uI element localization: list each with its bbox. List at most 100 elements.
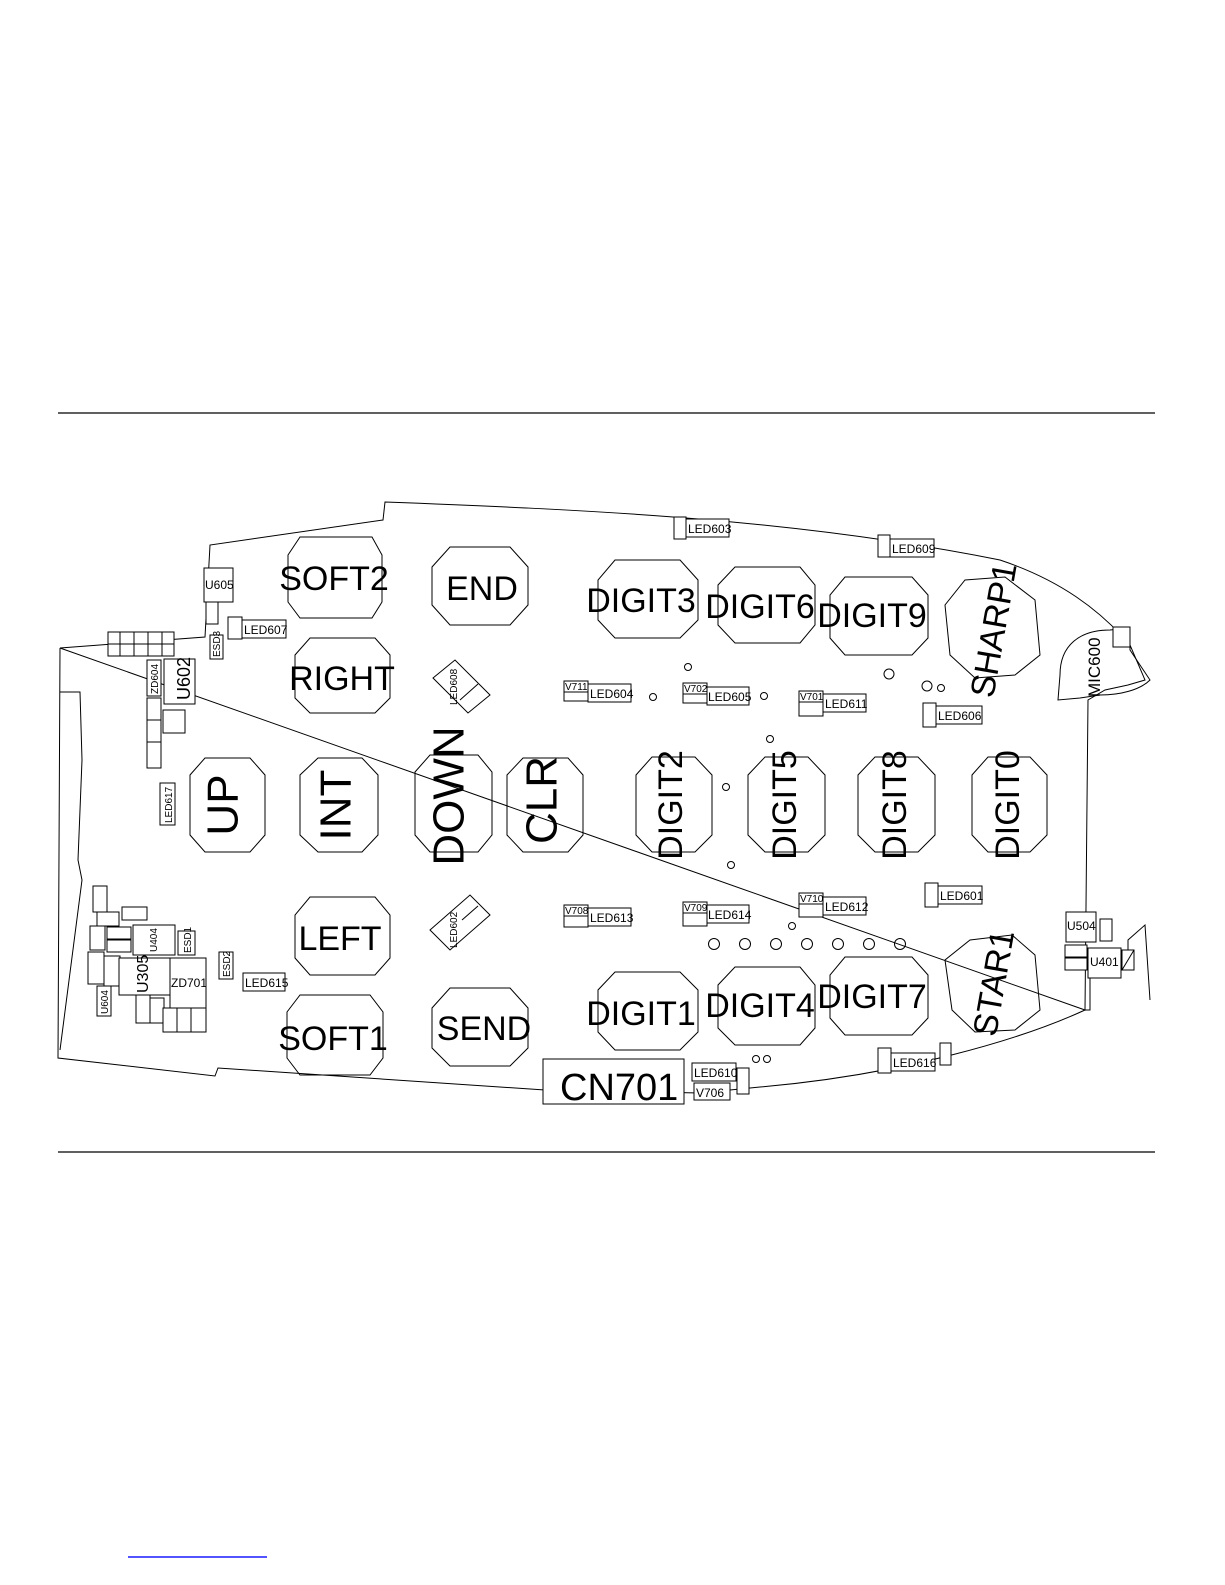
key-end-label: END <box>446 570 518 608</box>
led601: LED601 <box>924 882 984 908</box>
svg-text:LED609: LED609 <box>892 542 936 556</box>
svg-text:U604: U604 <box>100 990 111 1014</box>
svg-text:LED616: LED616 <box>893 1056 937 1070</box>
key-clr-label: CLR <box>518 756 567 844</box>
led617: LED617 <box>159 782 176 826</box>
key-soft1-label: SOFT1 <box>278 1020 388 1058</box>
key-digit9-label: DIGIT9 <box>817 597 927 635</box>
led616: LED616 <box>877 1042 952 1074</box>
key-int[interactable]: INT <box>299 757 379 853</box>
key-digit2-label: DIGIT2 <box>652 750 690 860</box>
v708-led613: V708 LED613 <box>563 904 634 928</box>
svg-text:V702: V702 <box>684 684 708 695</box>
svg-text:LED612: LED612 <box>825 900 869 914</box>
key-left-label: LEFT <box>298 920 381 958</box>
svg-text:LED605: LED605 <box>708 690 752 704</box>
svg-text:ZD701: ZD701 <box>171 976 207 990</box>
svg-text:LED603: LED603 <box>688 522 732 536</box>
key-digit4-label: DIGIT4 <box>705 987 815 1025</box>
u604: U604 <box>96 985 112 1017</box>
key-soft2[interactable]: SOFT2 <box>279 536 389 619</box>
mic600: MIC600 <box>1057 626 1151 701</box>
key-digit8[interactable]: DIGIT8 <box>857 750 936 860</box>
esd2: ESD2 <box>218 950 234 980</box>
key-digit0-label: DIGIT0 <box>989 750 1027 860</box>
svg-text:U504: U504 <box>1067 919 1096 933</box>
svg-text:LED617: LED617 <box>164 786 175 823</box>
svg-text:LED602: LED602 <box>449 911 460 948</box>
key-sharp1-label: SHARP1 <box>964 560 1025 701</box>
v702-led605: V702 LED605 <box>682 682 752 706</box>
led608: LED608 <box>432 659 491 714</box>
key-soft1[interactable]: SOFT1 <box>278 994 388 1076</box>
svg-text:ESD2: ESD2 <box>222 950 233 977</box>
svg-text:V709: V709 <box>684 903 708 914</box>
v710-led612: V710 LED612 <box>798 892 869 918</box>
key-star1[interactable]: STAR1 <box>944 927 1041 1039</box>
key-up-label: UP <box>199 774 248 835</box>
v709-led614: V709 LED614 <box>682 901 752 927</box>
key-digit6-label: DIGIT6 <box>705 588 815 626</box>
key-digit1-label: DIGIT1 <box>586 995 696 1033</box>
svg-text:U602: U602 <box>174 657 194 700</box>
key-digit3-label: DIGIT3 <box>586 582 696 620</box>
key-digit2[interactable]: DIGIT2 <box>635 750 713 860</box>
esd1: ESD1 <box>177 926 196 956</box>
key-clr[interactable]: CLR <box>506 756 584 853</box>
svg-text:LED607: LED607 <box>244 623 288 637</box>
board-inner-edge <box>59 691 83 1051</box>
u504: U504 <box>1065 911 1113 943</box>
esd3: ESD3 <box>209 630 224 660</box>
svg-text:V701: V701 <box>800 692 824 703</box>
key-digit3[interactable]: DIGIT3 <box>586 559 699 639</box>
svg-text:MIC600: MIC600 <box>1085 637 1104 697</box>
u605: U605 <box>203 567 234 625</box>
svg-text:ESD3: ESD3 <box>212 630 223 657</box>
led606: LED606 <box>922 702 983 728</box>
key-left[interactable]: LEFT <box>294 896 391 976</box>
svg-text:LED615: LED615 <box>245 976 289 990</box>
svg-text:LED601: LED601 <box>940 889 984 903</box>
svg-text:V706: V706 <box>696 1086 724 1100</box>
led603: LED603 <box>673 516 732 540</box>
key-digit7[interactable]: DIGIT7 <box>817 956 929 1036</box>
key-digit0[interactable]: DIGIT0 <box>971 750 1048 860</box>
svg-text:V708: V708 <box>565 906 589 917</box>
key-digit6[interactable]: DIGIT6 <box>705 566 816 644</box>
svg-text:U401: U401 <box>1090 955 1119 969</box>
svg-text:LED606: LED606 <box>938 709 982 723</box>
u401: U401 <box>1064 944 1135 979</box>
svg-text:CN701: CN701 <box>560 1067 678 1109</box>
u305: U305 <box>118 955 171 996</box>
key-digit5[interactable]: DIGIT5 <box>747 750 826 860</box>
zd701: ZD701 <box>169 957 207 1009</box>
v701-led611: V701 LED611 <box>798 690 868 717</box>
svg-text:V711: V711 <box>565 682 588 693</box>
svg-text:LED614: LED614 <box>708 908 752 922</box>
svg-text:U305: U305 <box>135 955 152 993</box>
key-digit1[interactable]: DIGIT1 <box>586 971 699 1051</box>
key-send[interactable]: SEND <box>431 987 531 1067</box>
pads-left-column <box>146 697 186 769</box>
key-up[interactable]: UP <box>189 757 266 853</box>
key-digit4[interactable]: DIGIT4 <box>705 966 816 1046</box>
zd604: ZD604 <box>146 659 162 697</box>
u404: U404 <box>132 924 176 956</box>
svg-text:LED610: LED610 <box>694 1066 738 1080</box>
key-digit9[interactable]: DIGIT9 <box>817 576 929 656</box>
led609: LED609 <box>877 534 936 558</box>
svg-text:LED608: LED608 <box>449 668 460 705</box>
svg-text:LED611: LED611 <box>825 697 868 711</box>
key-down[interactable]: DOWN <box>414 726 493 866</box>
key-right-label: RIGHT <box>289 660 395 698</box>
key-sharp1[interactable]: SHARP1 <box>944 560 1041 701</box>
svg-text:ESD1: ESD1 <box>183 926 194 953</box>
svg-text:ZD604: ZD604 <box>150 664 161 694</box>
svg-text:LED613: LED613 <box>590 911 634 925</box>
key-end[interactable]: END <box>431 546 529 626</box>
key-digit7-label: DIGIT7 <box>817 978 927 1016</box>
key-digit8-label: DIGIT8 <box>876 750 914 860</box>
key-right[interactable]: RIGHT <box>289 637 395 714</box>
test-points <box>649 663 945 1063</box>
